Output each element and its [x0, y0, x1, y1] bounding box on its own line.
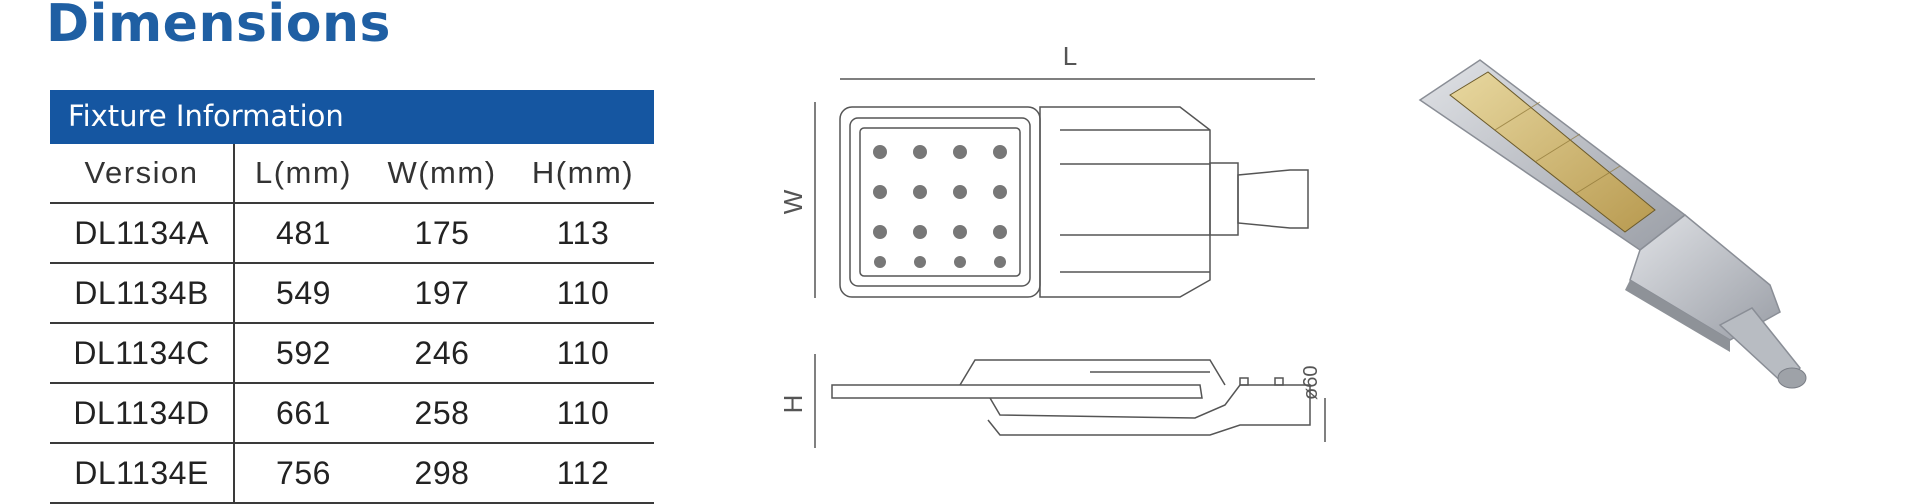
street-light-product-illustration	[1418, 59, 1807, 389]
diameter-label: ø60	[1300, 365, 1322, 400]
length-cell: 481	[234, 203, 372, 264]
top-view-drawing: L W	[778, 41, 1315, 298]
mount-bracket-outline	[1209, 162, 1239, 236]
version-cell: DL1134B	[50, 263, 235, 324]
width-cell: 298	[372, 443, 512, 504]
side-body-outline	[831, 384, 1203, 399]
page-title: Dimensions	[46, 0, 391, 54]
table-row: DL1134C 592 246 110	[50, 323, 655, 384]
height-cell: 112	[512, 443, 655, 504]
version-cell: DL1134D	[50, 383, 235, 444]
width-cell: 258	[372, 383, 512, 444]
column-header-length: L(mm)	[234, 143, 372, 204]
led-module-outline	[839, 106, 1041, 298]
length-label: L	[1063, 41, 1077, 71]
column-header-width: W(mm)	[372, 143, 512, 204]
table-row: DL1134B 549 197 110	[50, 263, 655, 324]
led-array	[873, 145, 1007, 268]
table-row: DL1134A 481 175 113	[50, 203, 655, 264]
height-cell: 110	[512, 263, 655, 324]
table-caption: Fixture Information	[50, 90, 655, 144]
height-cell: 110	[512, 323, 655, 384]
column-header-version: Version	[50, 143, 235, 204]
length-cell: 592	[234, 323, 372, 384]
width-cell: 246	[372, 323, 512, 384]
table-row: DL1134D 661 258 110	[50, 383, 655, 444]
width-cell: 197	[372, 263, 512, 324]
length-cell: 549	[234, 263, 372, 324]
column-header-height: H(mm)	[512, 143, 655, 204]
version-cell: DL1134C	[50, 323, 235, 384]
side-view-drawing: H	[778, 354, 1326, 448]
fixture-dimensions-table: Fixture Information Version L(mm) W(mm) …	[50, 90, 655, 504]
height-cell: 110	[512, 383, 655, 444]
length-cell: 756	[234, 443, 372, 504]
width-label: W	[778, 189, 808, 214]
height-label: H	[778, 395, 808, 414]
table-header-row: Version L(mm) W(mm) H(mm)	[50, 143, 655, 204]
version-cell: DL1134A	[50, 203, 235, 264]
pole-spigot-outline	[1237, 169, 1309, 229]
length-cell: 661	[234, 383, 372, 444]
table-row: DL1134E 756 298 112	[50, 443, 655, 504]
height-cell: 113	[512, 203, 655, 264]
width-cell: 175	[372, 203, 512, 264]
driver-housing-outline	[1039, 106, 1211, 298]
version-cell: DL1134E	[50, 443, 235, 504]
